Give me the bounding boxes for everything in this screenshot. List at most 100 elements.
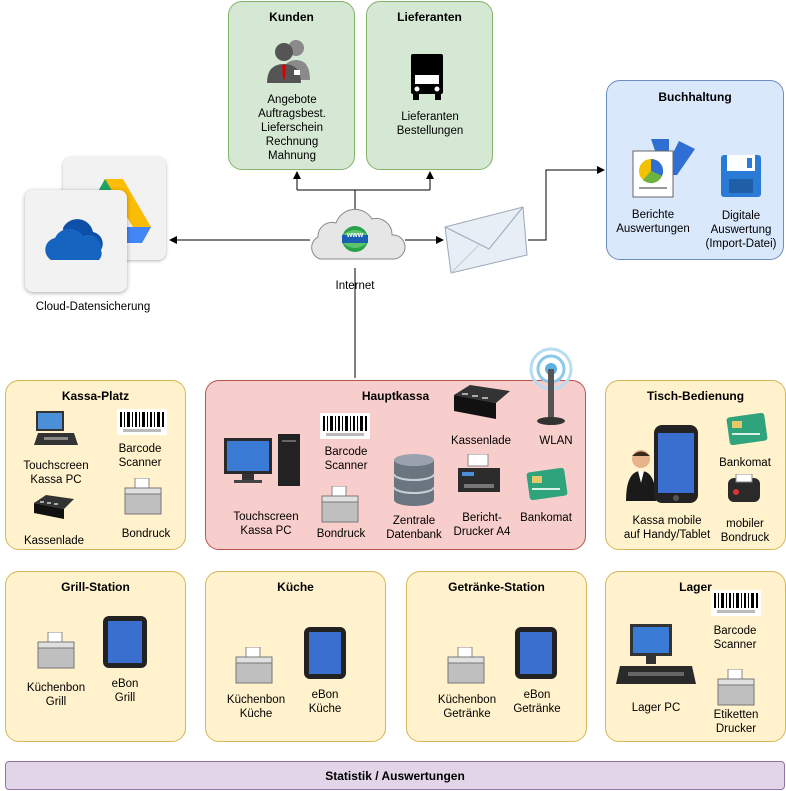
lager-etiketten-line-2: Drucker: [715, 723, 757, 735]
grill-station-box: Grill-Station Küchenbon Grill eBon Grill: [5, 571, 186, 742]
buchhaltung-title: Buchhaltung: [658, 90, 732, 104]
onedrive-cloud-icon: [45, 219, 103, 260]
tisch-kassa-line-1: Kassa mobile: [632, 515, 702, 527]
haupt-bondruck-label: Bondruck: [316, 528, 366, 540]
onedrive-tile: [25, 190, 127, 292]
mail-envelope-icon: [444, 206, 528, 274]
kunden-line-5: Mahnung: [268, 150, 316, 162]
kueche-ebon-line-2: Küche: [308, 703, 342, 715]
tablet-icon: [304, 627, 346, 679]
kueche-kuechenbon-line-2: Küche: [239, 708, 273, 720]
receipt-printer-icon: [447, 647, 485, 684]
grill-ebon-line-2: Grill: [114, 692, 136, 704]
digitale-line-1: Digitale: [721, 210, 761, 222]
haupt-kassenlade-label: Kassenlade: [450, 435, 512, 447]
arrow-to-buchhaltung: [528, 166, 605, 241]
lager-pc-icon: [616, 624, 696, 684]
tisch-bankomat-label: Bankomat: [719, 457, 771, 469]
lager-barcode-line-2: Scanner: [713, 639, 757, 651]
berichte-line-1: Berichte: [631, 209, 675, 221]
lieferanten-line-1: Lieferanten: [401, 111, 459, 123]
truck-icon: [411, 54, 443, 100]
internet-label: Internet: [335, 280, 375, 292]
kunden-line-4: Rechnung: [265, 136, 319, 148]
desktop-pc-icon: [224, 434, 300, 486]
grill-title: Grill-Station: [61, 580, 130, 594]
hauptkassa-box: Hauptkassa Barcode Scanner Kassenlade WL…: [205, 347, 586, 550]
mobile-phone-icon: [654, 425, 698, 503]
barcode-icon: [117, 409, 167, 435]
berichte-line-2: Auswertungen: [616, 223, 690, 235]
kueche-kuechenbon-line-1: Küchenbon: [226, 694, 286, 706]
tablet-icon: [103, 616, 147, 668]
tisch-kassa-line-2: auf Handy/Tablet: [623, 529, 711, 541]
tisch-title: Tisch-Bedienung: [646, 389, 745, 403]
lager-box: Lager Barcode Scanner Lager PC Etiketten…: [605, 571, 786, 742]
grill-ebon-line-1: eBon: [111, 678, 139, 690]
getraenke-kuechenbon-line-2: Getränke: [443, 708, 491, 720]
kunden-title: Kunden: [269, 10, 314, 24]
lieferanten-line-2: Bestellungen: [396, 125, 464, 137]
barcode-icon: [711, 590, 761, 616]
kassa-touch-line-1: Touchscreen: [23, 460, 89, 472]
laser-printer-icon: [458, 454, 500, 492]
cash-drawer-icon: [34, 495, 74, 519]
kassa-barcode-line-2: Scanner: [118, 457, 162, 469]
grill-kuechenbon-line-2: Grill: [45, 696, 67, 708]
tisch-mobiler-line-2: Bondruck: [720, 532, 770, 544]
tisch-bedienung-box: Tisch-Bedienung Bankomat Kassa mobile au…: [605, 380, 786, 550]
digitale-line-2: Auswertung: [710, 224, 772, 236]
kassa-barcode-line-1: Barcode: [118, 443, 162, 455]
kassa-platz-box: Kassa-Platz Barcode Scanner Touchscreen …: [5, 380, 186, 550]
reports-icon: [632, 139, 695, 198]
cloud-label: Cloud-Datensicherung: [35, 301, 151, 313]
touchscreen-pos-icon: [34, 411, 78, 445]
receipt-printer-icon: [124, 478, 162, 515]
haupt-touch-line-1: Touchscreen: [233, 511, 299, 523]
wlan-antenna-icon: [529, 347, 573, 425]
receipt-printer-icon: [235, 647, 273, 684]
receipt-printer-icon: [37, 632, 75, 669]
statistik-bar: Statistik / Auswertungen: [5, 761, 785, 790]
lager-title: Lager: [679, 580, 712, 594]
barcode-icon: [320, 413, 370, 439]
bank-card-icon: [726, 413, 768, 445]
haupt-barcode-line-2: Scanner: [324, 460, 368, 472]
lieferanten-title: Lieferanten: [397, 10, 462, 24]
getraenke-station-box: Getränke-Station Küchenbon Getränke eBon…: [406, 571, 587, 742]
customers-icon: [267, 40, 310, 83]
haupt-touch-line-2: Kassa PC: [240, 525, 292, 537]
kassa-bondruck-label: Bondruck: [121, 528, 171, 540]
kunden-line-3: Lieferschein: [260, 122, 324, 134]
getraenke-ebon-line-1: eBon: [523, 689, 551, 701]
waiter-icon: [626, 450, 656, 501]
statistik-title: Statistik / Auswertungen: [325, 769, 465, 783]
digitale-line-3: (Import-Datei): [705, 238, 777, 250]
tablet-icon: [515, 627, 557, 679]
getraenke-kuechenbon-line-1: Küchenbon: [437, 694, 497, 706]
database-icon: [393, 454, 435, 506]
haupt-bericht-line-1: Bericht-: [462, 512, 502, 524]
lager-etiketten-line-1: Etiketten: [713, 709, 759, 721]
kunden-line-2: Auftragsbest.: [258, 108, 326, 120]
mobile-printer-icon: [728, 474, 760, 502]
getraenke-ebon-line-2: Getränke: [513, 703, 561, 715]
kassa-touch-line-2: Kassa PC: [30, 474, 82, 486]
lager-pc-label: Lager PC: [631, 702, 681, 714]
www-badge: www: [346, 232, 364, 239]
lieferanten-box: Lieferanten Lieferanten Bestellungen: [366, 1, 493, 170]
haupt-barcode-line-1: Barcode: [324, 446, 368, 458]
buchhaltung-box: Buchhaltung Berichte Auswertungen Digita…: [606, 80, 784, 260]
label-printer-icon: [717, 669, 755, 706]
www-globe-icon: [342, 226, 368, 252]
grill-kuechenbon-line-1: Küchenbon: [26, 682, 86, 694]
haupt-bericht-line-2: Drucker A4: [453, 526, 511, 538]
getraenke-title: Getränke-Station: [448, 580, 545, 594]
kassa-kassenlade-label: Kassenlade: [23, 535, 85, 547]
tisch-mobiler-line-1: mobiler: [726, 518, 764, 530]
haupt-wlan-label: WLAN: [539, 435, 573, 447]
kueche-title: Küche: [277, 580, 314, 594]
haupt-bankomat-label: Bankomat: [520, 512, 572, 524]
kueche-box: Küche Küchenbon Küche eBon Küche: [205, 571, 386, 742]
